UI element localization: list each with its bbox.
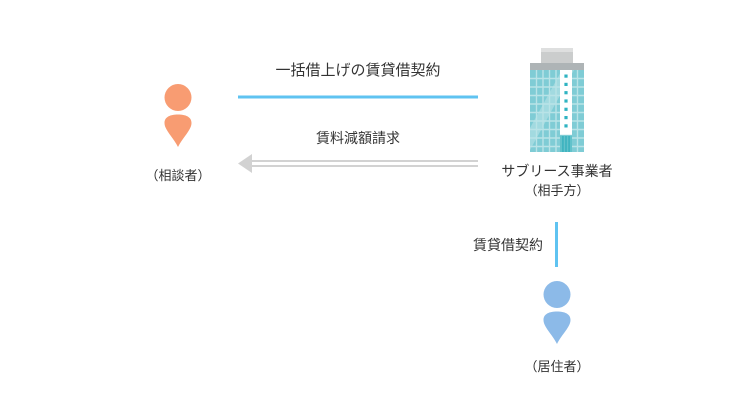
consultant-label: （相談者） xyxy=(145,169,211,184)
operator-name: サブリース事業者 xyxy=(501,164,613,180)
resident-label: （居住者） xyxy=(524,360,590,375)
operator-role: （相手方） xyxy=(524,184,590,199)
master-lease-line xyxy=(238,95,478,99)
rent-reduction-label: 賃料減額請求 xyxy=(316,131,400,147)
lease-label: 賃貸借契約 xyxy=(473,238,543,254)
lease-line xyxy=(554,222,559,267)
rent-reduction-arrow xyxy=(238,152,478,176)
operator-label: サブリース事業者 （相手方） xyxy=(482,163,632,201)
office-building-icon xyxy=(530,48,584,152)
consultant-person-icon xyxy=(163,84,193,147)
master-lease-label: 一括借上げの賃貸借契約 xyxy=(275,61,441,79)
resident-person-icon xyxy=(542,281,572,344)
arrow-left-icon xyxy=(238,154,478,173)
